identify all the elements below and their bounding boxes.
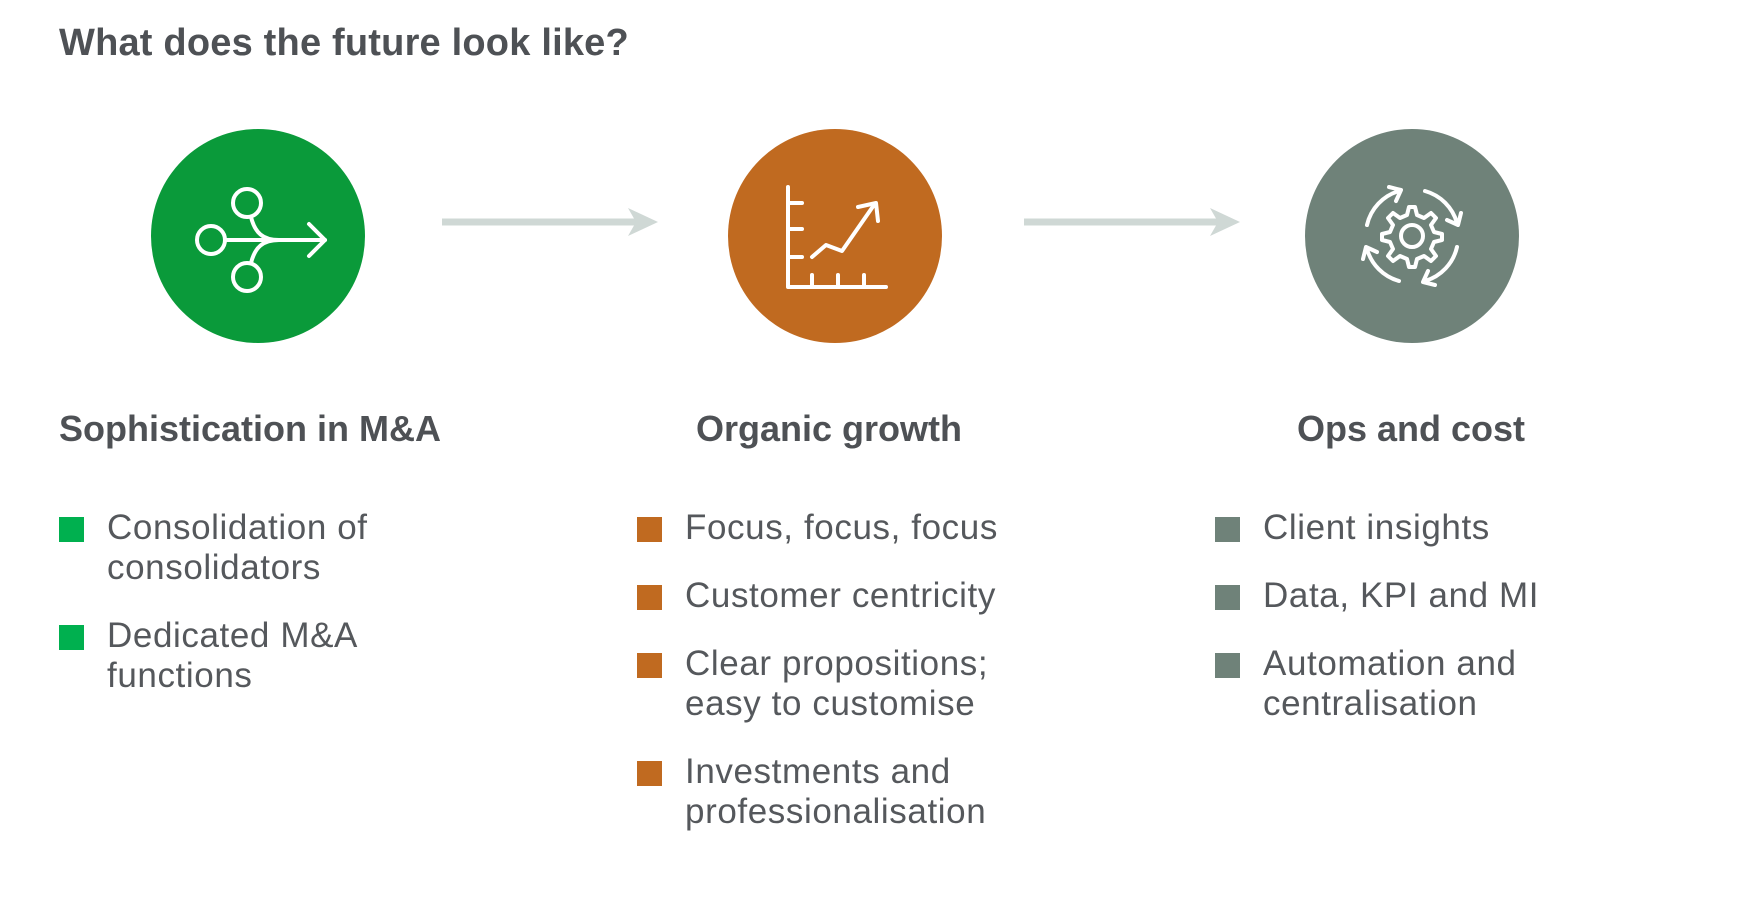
list-item: Customer centricity [637, 576, 1057, 616]
sophistication-list: Consolidation of consolidators Dedicated… [59, 508, 479, 724]
list-item-text: Clear propositions; easy to customise [685, 644, 989, 723]
bullet-square [59, 625, 84, 650]
bullet-square [637, 761, 662, 786]
list-item-text: Dedicated M&A functions [107, 616, 357, 695]
flow-arrow-1 [440, 204, 660, 240]
list-item-text: Data, KPI and MI [1263, 576, 1540, 615]
heading-ops-cost: Ops and cost [1297, 408, 1526, 449]
list-item: Consolidation of consolidators [59, 508, 407, 588]
ops-cost-list: Client insights Data, KPI and MI Automat… [1215, 508, 1635, 752]
list-item: Client insights [1215, 508, 1635, 548]
list-item: Automation and centralisation [1215, 644, 1593, 724]
bullet-square [1215, 653, 1240, 678]
list-item: Clear propositions; easy to customise [637, 644, 1025, 724]
list-item-text: Investments and professionalisation [685, 752, 987, 831]
flow-arrow-2 [1022, 204, 1242, 240]
organic-growth-list: Focus, focus, focus Customer centricity … [637, 508, 1057, 860]
list-item-text: Consolidation of consolidators [107, 508, 368, 587]
bullet-square [637, 517, 662, 542]
list-item-text: Customer centricity [685, 576, 996, 615]
list-item: Investments and professionalisation [637, 752, 1025, 832]
bullet-square [1215, 585, 1240, 610]
heading-organic-growth: Organic growth [696, 408, 963, 449]
list-item: Focus, focus, focus [637, 508, 1057, 548]
merge-arrow-icon [151, 129, 365, 343]
heading-sophistication: Sophistication in M&A [59, 408, 441, 449]
list-item: Data, KPI and MI [1215, 576, 1635, 616]
ops-cost-circle [1305, 129, 1519, 343]
bullet-square [59, 517, 84, 542]
bullet-square [637, 653, 662, 678]
bullet-square [1215, 517, 1240, 542]
bullet-square [637, 585, 662, 610]
list-item-text: Client insights [1263, 508, 1490, 547]
page-title: What does the future look like? [59, 22, 629, 64]
sophistication-circle [151, 129, 365, 343]
growth-chart-icon [728, 129, 942, 343]
gear-cycle-icon [1305, 129, 1519, 343]
organic-growth-circle [728, 129, 942, 343]
list-item: Dedicated M&A functions [59, 616, 407, 696]
list-item-text: Focus, focus, focus [685, 508, 998, 547]
list-item-text: Automation and centralisation [1263, 644, 1517, 723]
